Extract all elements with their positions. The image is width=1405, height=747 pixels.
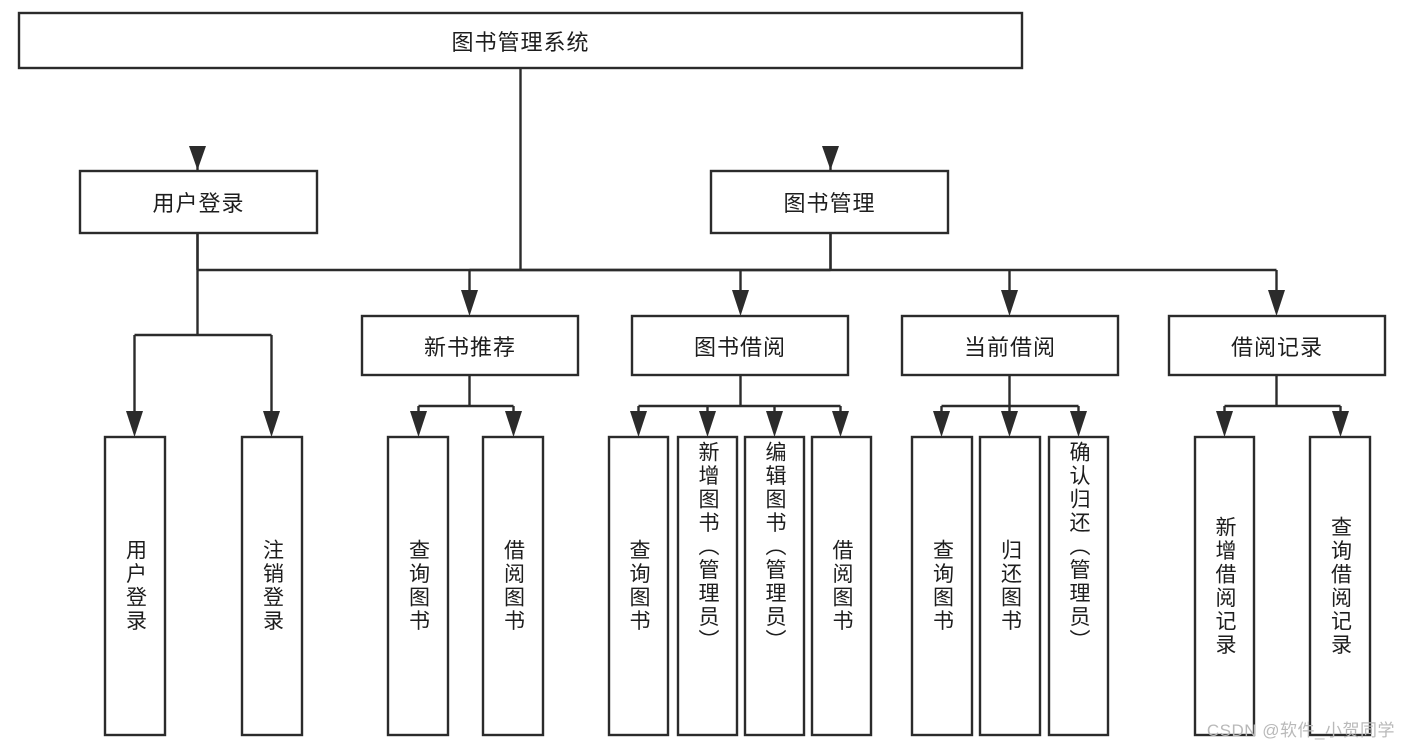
arrow-head-borrow-record <box>1268 290 1285 316</box>
arrow-head-leaf-add-book <box>699 411 716 437</box>
node-root[interactable] <box>17 11 1024 70</box>
node-leaf-borrow-book-2[interactable] <box>810 435 873 737</box>
edge-borrow-record-to-leaves <box>1223 375 1342 418</box>
arrow-head-leaf-return-book <box>1001 411 1018 437</box>
arrow-head-leaf-borrow-book-2 <box>832 411 849 437</box>
arrow-head-book-borrow <box>732 290 749 316</box>
arrow-head-leaf-logout <box>263 411 280 437</box>
node-leaf-edit-book[interactable] <box>743 435 806 737</box>
arrow-head-leaf-add-record <box>1216 411 1233 437</box>
node-user-login[interactable] <box>78 169 319 235</box>
node-leaf-user-login[interactable] <box>103 435 167 737</box>
node-leaf-confirm-return[interactable] <box>1047 435 1110 737</box>
node-leaf-return-book[interactable] <box>978 435 1042 737</box>
arrow-head-leaf-confirm-return <box>1070 411 1087 437</box>
arrow-head-leaf-user-login <box>126 411 143 437</box>
node-leaf-query-record[interactable] <box>1308 435 1372 737</box>
node-book-manage[interactable] <box>709 169 950 235</box>
arrow-head-user-login <box>189 146 206 170</box>
arrow-head-leaf-query-book-1 <box>410 411 427 437</box>
node-leaf-logout[interactable] <box>240 435 304 737</box>
node-leaf-add-book[interactable] <box>676 435 739 737</box>
node-current-borrow[interactable] <box>900 314 1120 377</box>
edge-book-manage-to-level3 <box>468 233 1278 297</box>
node-leaf-borrow-book-1[interactable] <box>481 435 545 737</box>
node-leaf-query-book-1[interactable] <box>386 435 450 737</box>
node-leaf-add-record[interactable] <box>1193 435 1256 737</box>
edge-root-to-level2 <box>196 68 832 272</box>
arrow-head-leaf-query-book-2 <box>630 411 647 437</box>
edge-book-borrow-to-leaves <box>637 375 842 418</box>
arrow-head-leaf-query-book-3 <box>933 411 950 437</box>
node-borrow-record[interactable] <box>1167 314 1387 377</box>
arrow-head-leaf-borrow-book-1 <box>505 411 522 437</box>
node-book-borrow[interactable] <box>630 314 850 377</box>
csdn-watermark: CSDN @软件_小贺同学 <box>1206 721 1395 740</box>
arrow-head-leaf-edit-book <box>766 411 783 437</box>
edge-user-login-to-leaves <box>133 233 273 418</box>
node-leaf-query-book-3[interactable] <box>910 435 974 737</box>
arrow-head-book-manage <box>822 146 839 170</box>
node-leaf-query-book-2[interactable] <box>607 435 670 737</box>
arrow-head-new-book-rec <box>461 290 478 316</box>
node-new-book-rec[interactable] <box>360 314 580 377</box>
arrow-head-leaf-query-record <box>1332 411 1349 437</box>
arrow-head-current-borrow <box>1001 290 1018 316</box>
edge-new-book-rec-to-leaves <box>417 375 515 418</box>
